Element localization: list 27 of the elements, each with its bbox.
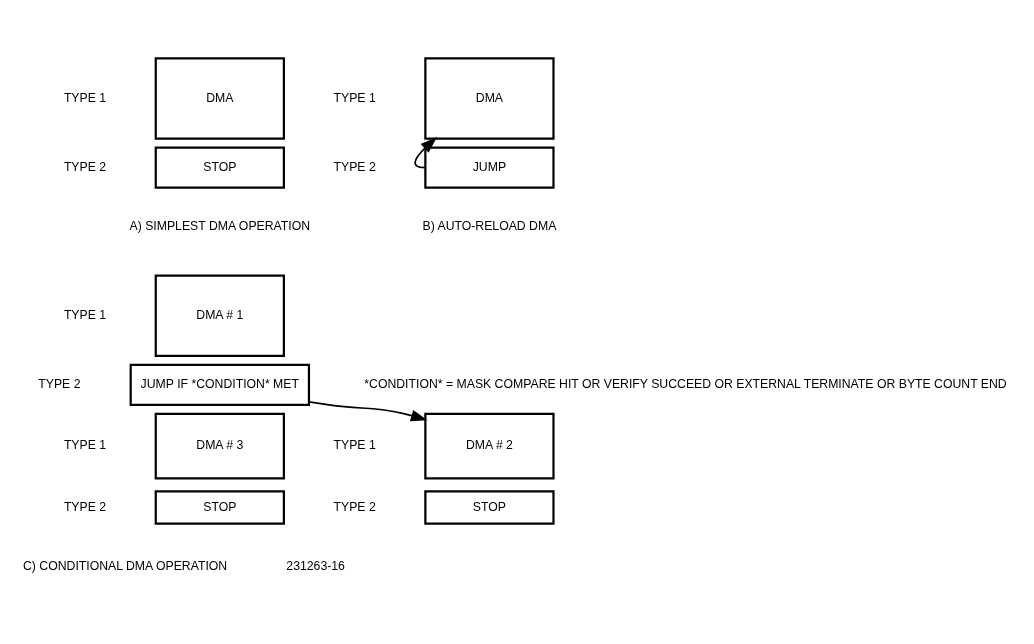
- node-box: STOP: [424, 489, 555, 525]
- node-label: TYPE 1: [333, 437, 376, 452]
- node-label: TYPE 1: [333, 90, 376, 105]
- node-box: JUMP: [424, 145, 555, 189]
- node-box: STOP: [154, 489, 285, 525]
- node-box: STOP: [154, 145, 285, 189]
- node-label: TYPE 2: [63, 159, 107, 174]
- node-box: DMA # 3: [154, 412, 285, 480]
- node-box: JUMP IF *CONDITION* MET: [129, 363, 311, 406]
- label: B) AUTO-RELOAD DMA: [422, 218, 557, 233]
- node-label: TYPE 1: [63, 90, 107, 105]
- node-box: DMA: [424, 56, 555, 140]
- node-label: TYPE 2: [63, 499, 107, 514]
- node-label: TYPE 2: [333, 159, 376, 174]
- arrow: [414, 136, 438, 168]
- label: *CONDITION* = MASK COMPARE HIT OR VERIFY SUCCEED OR EXTERNAL TERMINATE OR BYTE COUNT END: [364, 376, 1007, 391]
- label: C) CONDITIONAL DMA OPERATION: [23, 558, 228, 573]
- label: A) SIMPLEST DMA OPERATION: [129, 218, 311, 233]
- node-box: DMA # 2: [424, 412, 555, 480]
- node-box: DMA # 1: [154, 274, 285, 357]
- node-label: TYPE 1: [63, 437, 107, 452]
- node-box: DMA: [154, 56, 285, 140]
- arrow: [308, 400, 428, 421]
- node-label: TYPE 2: [333, 499, 376, 514]
- node-label: TYPE 1: [63, 307, 107, 322]
- label: 231263-16: [286, 558, 345, 573]
- node-label: TYPE 2: [38, 376, 81, 391]
